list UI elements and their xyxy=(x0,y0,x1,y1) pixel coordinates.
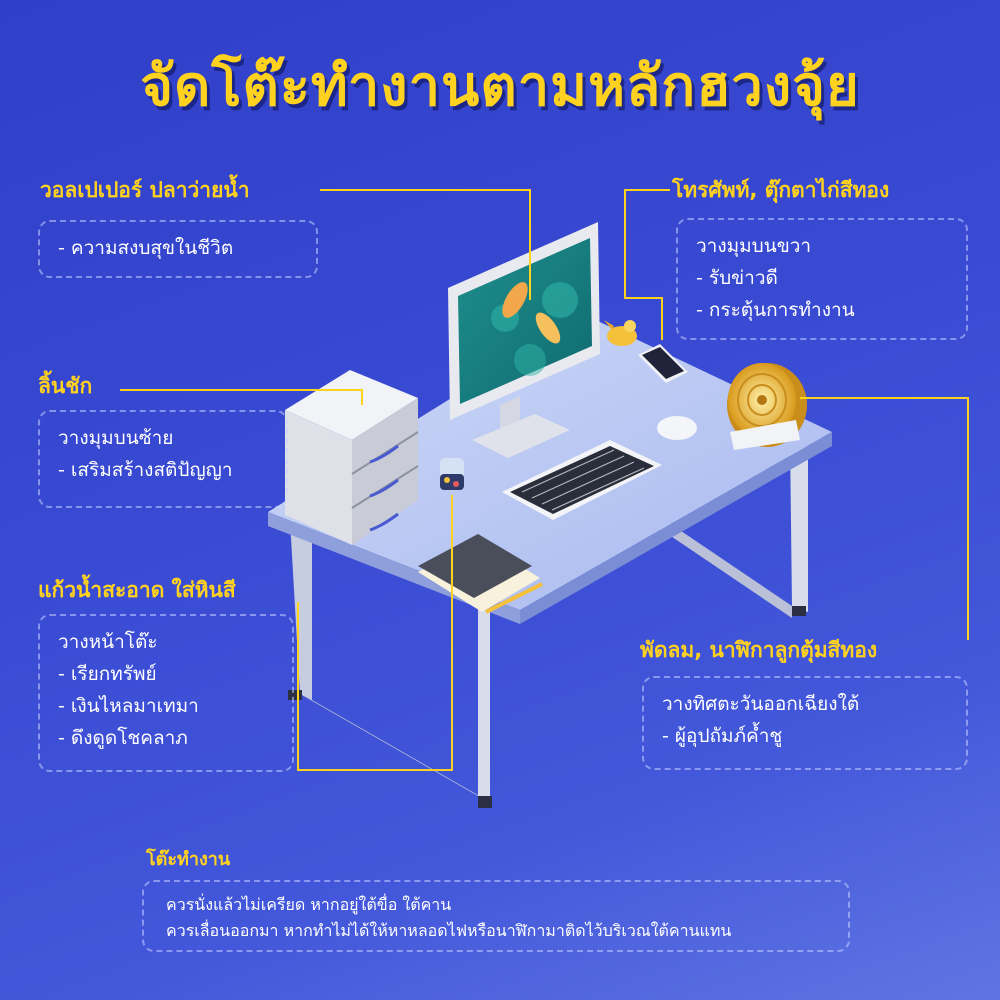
fan-note: วางทิศตะวันออกเฉียงใต้ - ผู้อุปถัมภ์ค้ำช… xyxy=(642,676,968,770)
drawer-note: วางมุมบนซ้าย - เสริมสร้างสติปัญญา xyxy=(38,410,288,508)
wallpaper-note: - ความสงบสุขในชีวิต xyxy=(38,220,318,278)
drawer-label: ลิ้นชัก xyxy=(38,374,93,398)
drawer-cabinet-illustration xyxy=(285,370,419,545)
leader-lines xyxy=(120,189,969,771)
glass-line: - ดึงดูดโชคลาภ xyxy=(58,727,188,749)
wallpaper-line: - ความสงบสุขในชีวิต xyxy=(58,237,234,259)
phone-label: โทรศัพท์, ตุ๊กตาไก่สีทอง xyxy=(672,178,890,202)
phone-note: วางมุมบนขวา - รับข่าวดี - กระตุ้นการทำงา… xyxy=(676,218,968,340)
desk-line: ควรเลื่อนออกมา หากทำไม่ได้ให้หาหลอดไฟหรื… xyxy=(166,921,732,940)
drawer-line: - เสริมสร้างสติปัญญา xyxy=(58,459,233,481)
mouse-illustration xyxy=(657,416,697,440)
keyboard-illustration xyxy=(502,440,662,520)
phone-line: - รับข่าวดี xyxy=(696,267,778,289)
glass-jar-illustration xyxy=(440,458,464,490)
fan-label: พัดลม, นาฬิกาลูกตุ้มสีทอง xyxy=(640,638,878,662)
computer-monitor-illustration xyxy=(448,222,600,458)
glass-label: แก้วน้ำสะอาด ใส่หินสี xyxy=(38,578,236,602)
fan-line: วางทิศตะวันออกเฉียงใต้ xyxy=(662,693,860,715)
fan-line: - ผู้อุปถัมภ์ค้ำชู xyxy=(662,725,783,747)
desk-note: ควรนั่งแล้วไม่เครียด หากอยู่ใต้ขื่อ ใต้ค… xyxy=(142,880,850,952)
glass-line: - เรียกทรัพย์ xyxy=(58,663,157,685)
gold-chicken-illustration xyxy=(604,320,637,346)
wallpaper-label: วอลเปเปอร์ ปลาว่ายน้ำ xyxy=(40,178,250,202)
glass-note: วางหน้าโต๊ะ - เรียกทรัพย์ - เงินไหลมาเทม… xyxy=(38,614,294,772)
desk-label: โต๊ะทำงาน xyxy=(146,849,231,870)
notebook-illustration xyxy=(418,534,543,614)
page-title: จัดโต๊ะทำงานตามหลักฮวงจุ้ย xyxy=(140,54,860,119)
glass-line: - เงินไหลมาเทมา xyxy=(58,695,199,717)
desk-fan-illustration xyxy=(727,363,807,450)
glass-line: วางหน้าโต๊ะ xyxy=(58,631,158,653)
phone-line: วางมุมบนขวา xyxy=(696,235,812,257)
desk-line: ควรนั่งแล้วไม่เครียด หากอยู่ใต้ขื่อ ใต้ค… xyxy=(166,895,452,914)
phone-line: - กระตุ้นการทำงาน xyxy=(696,299,855,321)
drawer-line: วางมุมบนซ้าย xyxy=(58,427,174,449)
phone-illustration xyxy=(638,344,688,383)
